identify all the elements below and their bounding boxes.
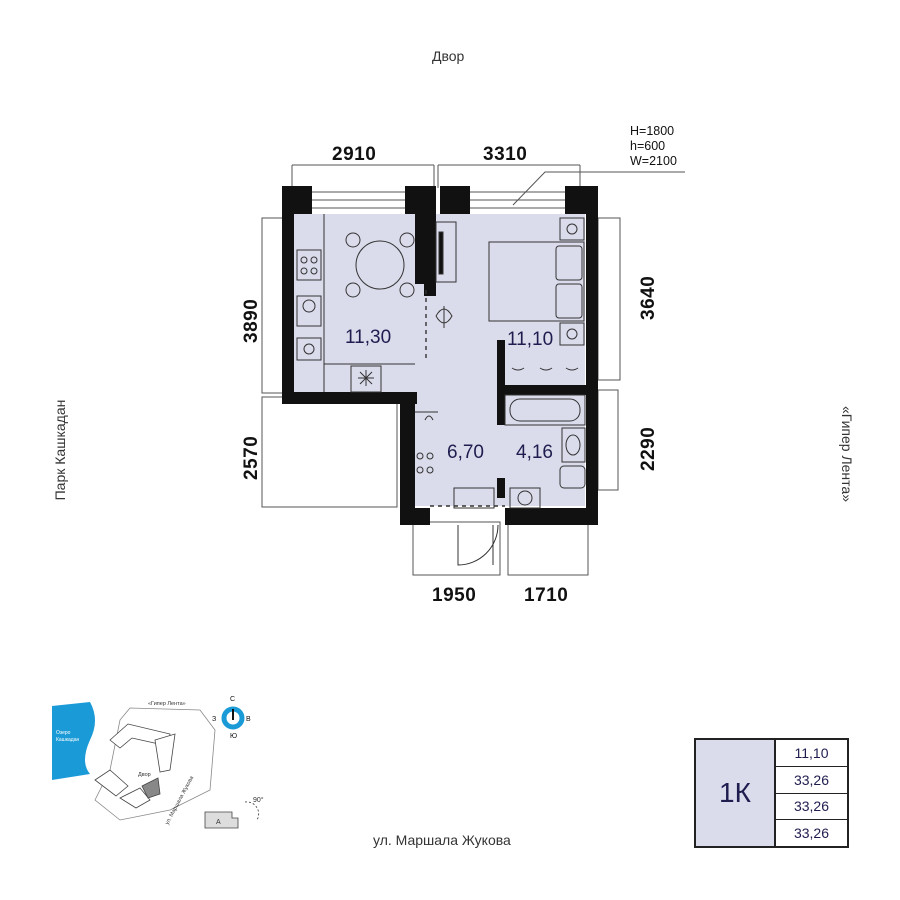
apartment-type: 1К <box>696 740 776 846</box>
compass-west: З <box>212 716 216 723</box>
dim-bottom-right: 1710 <box>524 585 568 606</box>
dim-right-upper: 3640 <box>638 276 659 320</box>
site-hyper: «Гипер Лента» <box>148 701 186 707</box>
apartment-legend: 1К 11,10 33,26 33,26 33,26 <box>694 738 849 848</box>
area-hall: 6,70 <box>447 442 484 463</box>
site-plan: Озеро Кашкадан «Гипер Лента» Двор ул. Ма… <box>52 701 264 829</box>
compass-south: Ю <box>230 733 237 740</box>
hall-furniture <box>415 411 499 566</box>
kitchen-furniture <box>296 214 415 393</box>
area-kitchen: 11,30 <box>345 327 391 348</box>
site-section-block <box>204 811 239 829</box>
legend-value-living: 11,10 <box>776 740 847 767</box>
room-fills <box>294 214 585 506</box>
window-spec-H: H=1800 <box>630 124 674 138</box>
windows <box>312 171 685 209</box>
legend-values: 11,10 33,26 33,26 33,26 <box>776 740 847 846</box>
street-label: ул. Маршала Жукова <box>373 832 511 848</box>
yard-label: Двор <box>432 48 465 64</box>
openings <box>425 290 505 507</box>
dim-top-left: 2910 <box>332 144 376 165</box>
dim-top-right: 3310 <box>483 144 527 165</box>
area-bathroom: 4,16 <box>516 442 553 463</box>
lake-shape <box>52 702 95 780</box>
legend-value-total: 33,26 <box>776 767 847 794</box>
compass-icon: С Ю В З <box>212 696 251 740</box>
area-bedroom: 11,10 <box>507 329 553 350</box>
dim-left-upper: 3890 <box>241 299 262 343</box>
window-spec-W: W=2100 <box>630 154 677 168</box>
bathroom-furniture <box>504 394 586 509</box>
compass-east: В <box>246 716 251 723</box>
dim-bottom-left: 1950 <box>432 585 476 606</box>
legend-value-total-3: 33,26 <box>793 825 830 842</box>
site-lake-line1: Озеро <box>56 730 71 736</box>
site-lake-line2: Кашкадан <box>56 737 79 743</box>
compass-north: С <box>230 696 235 703</box>
window-spec-h: h=600 <box>630 139 665 153</box>
site-angle: 90° <box>253 796 264 804</box>
site-yard: Двор <box>138 772 151 778</box>
dim-left-lower: 2570 <box>241 436 262 480</box>
dim-right-lower: 2290 <box>638 427 659 471</box>
legend-value-total-2: 33,26 <box>776 794 847 821</box>
bedroom-furniture <box>435 217 585 371</box>
site-buildings <box>94 723 176 809</box>
site-street: ул. Маршала Жукова <box>164 774 195 825</box>
walls <box>282 186 598 525</box>
site-section: A <box>216 819 221 826</box>
